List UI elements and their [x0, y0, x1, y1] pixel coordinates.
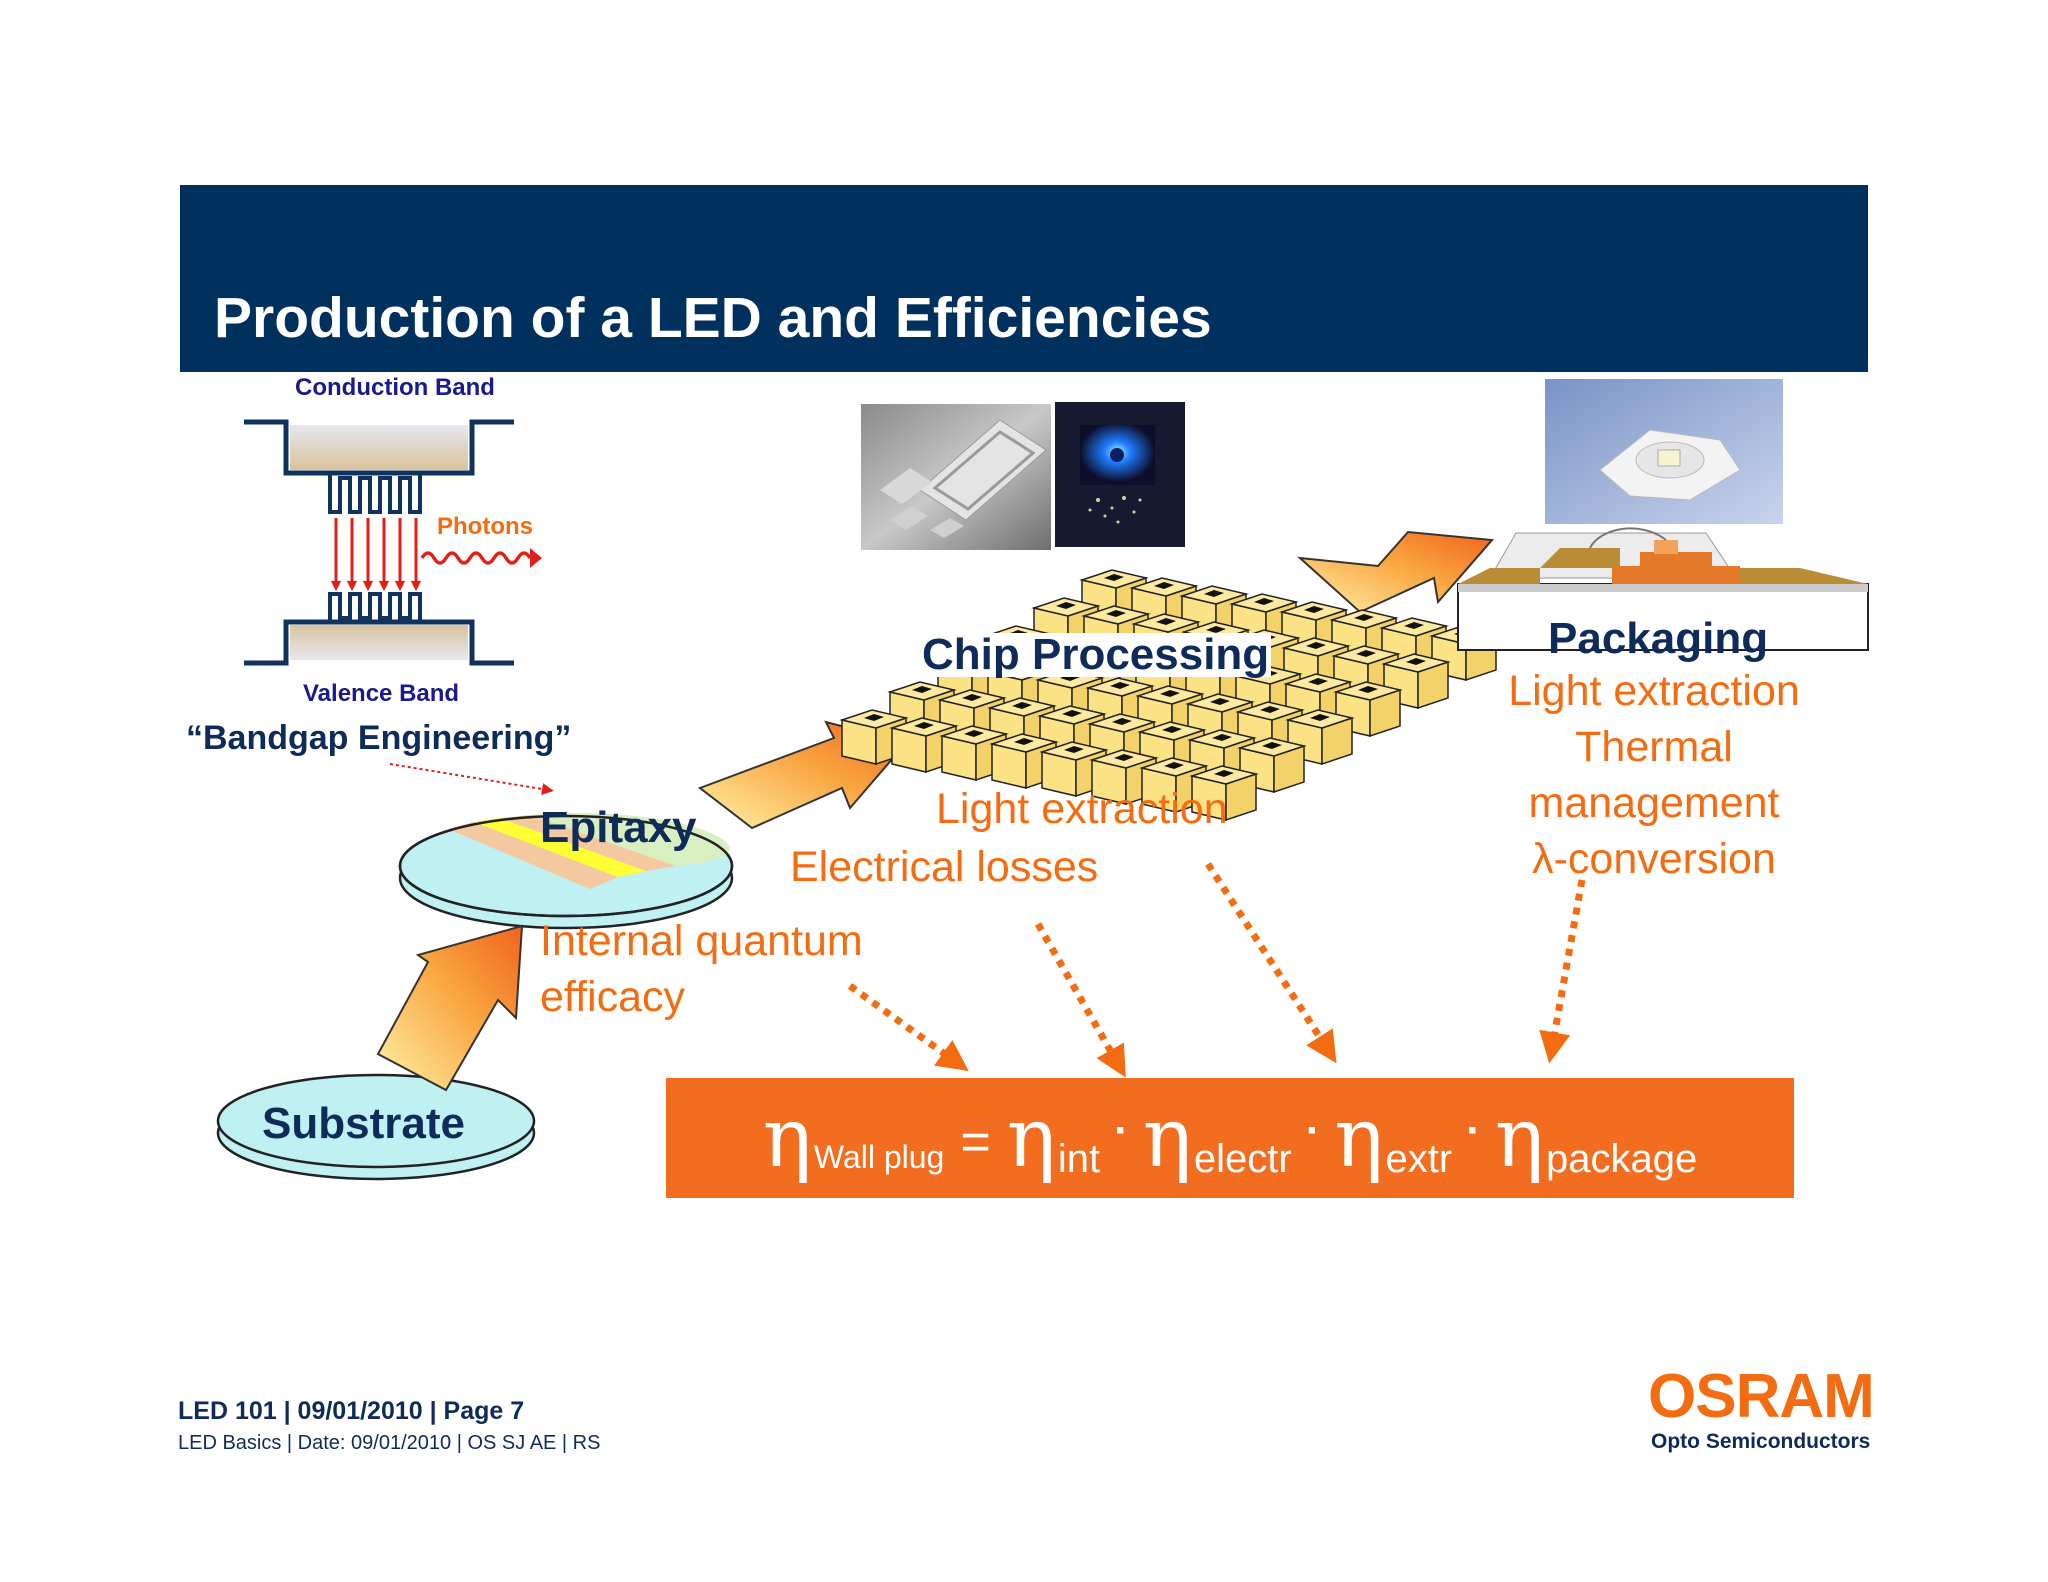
blue-led-photo — [1055, 402, 1185, 547]
title-bar — [180, 185, 1868, 372]
internal-quantum-label: Internal quantum — [540, 917, 863, 965]
footer-page-info: LED 101 | 09/01/2010 | Page 7 — [178, 1397, 525, 1425]
thermal-label: Thermal — [1575, 723, 1733, 771]
package-cross-section — [1457, 527, 1869, 651]
band-diagram — [244, 419, 542, 666]
light-extraction-chip-label: Light extraction — [936, 785, 1228, 833]
slide-title: Production of a LED and Efficiencies — [214, 286, 1212, 350]
lambda-conversion-label: λ-conversion — [1532, 835, 1776, 883]
chip-sem-photo — [861, 404, 1051, 550]
substrate-wafer — [216, 1073, 536, 1181]
eta-symbol: η — [1334, 1091, 1384, 1187]
substrate-label: Substrate — [262, 1099, 465, 1148]
chip-processing-label: Chip Processing — [920, 630, 1272, 679]
efficacy-label: efficacy — [540, 973, 685, 1021]
int-subscript: int — [1057, 1137, 1101, 1181]
eta-symbol: η — [1142, 1091, 1192, 1187]
equals-sign: = — [960, 1113, 991, 1171]
multiply-dot: · — [1305, 1106, 1321, 1155]
chip-array — [839, 569, 1499, 822]
management-label: management — [1528, 779, 1780, 827]
packaging-label: Packaging — [1548, 614, 1769, 663]
extr-subscript: extr — [1385, 1137, 1453, 1181]
chip-die — [1189, 765, 1259, 822]
multiply-dot: · — [1114, 1106, 1129, 1155]
light-extraction-package-label: Light extraction — [1508, 667, 1800, 715]
epitaxy-label: Epitaxy — [540, 803, 697, 852]
eta-symbol: η — [1006, 1091, 1056, 1187]
efficiency-pointers — [847, 862, 1586, 1078]
valence-band-label: Valence Band — [303, 680, 460, 707]
eta-symbol: η — [762, 1091, 812, 1187]
epitaxy-wafer — [398, 813, 734, 930]
electrical-losses-label: Electrical losses — [790, 843, 1099, 891]
photons-label: Photons — [437, 513, 533, 540]
eta-symbol: η — [1494, 1091, 1544, 1187]
package-subscript: package — [1545, 1137, 1698, 1181]
chip-die — [1237, 737, 1307, 794]
multiply-dot: · — [1466, 1106, 1481, 1155]
footer-details: LED Basics | Date: 09/01/2010 | OS SJ AE… — [178, 1432, 601, 1454]
chip-die — [1333, 681, 1403, 738]
bandgap-pointer-arrow — [389, 763, 554, 795]
wall-plug-subscript: Wall plug — [813, 1139, 945, 1175]
electr-subscript: electr — [1193, 1137, 1292, 1181]
package-photo — [1545, 379, 1783, 524]
osram-logo: OSRAM — [1648, 1362, 1875, 1431]
osram-logo-subtitle: Opto Semiconductors — [1651, 1430, 1871, 1453]
bandgap-engineering-caption: “Bandgap Engineering” — [186, 719, 572, 757]
conduction-band-label: Conduction Band — [295, 374, 495, 401]
